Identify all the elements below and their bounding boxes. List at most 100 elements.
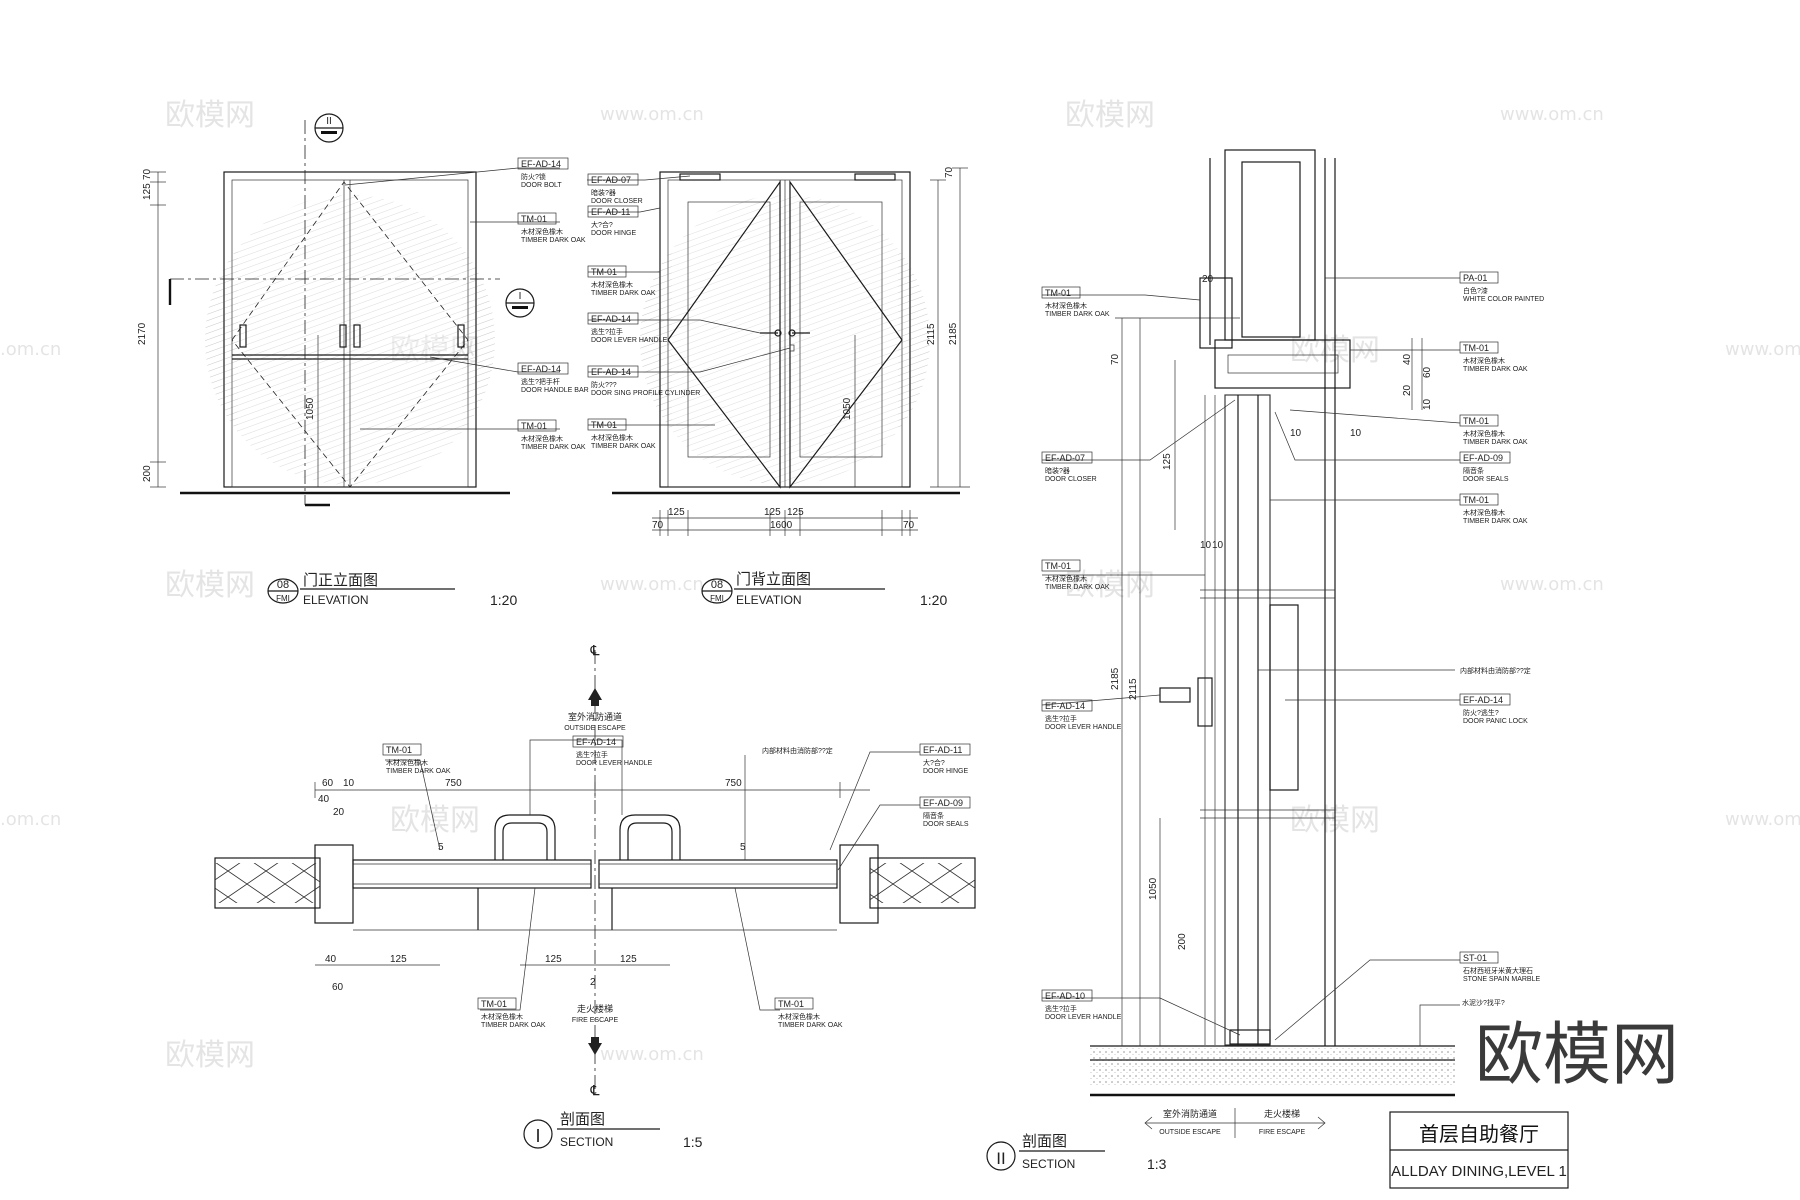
dim-w-c: 125 [787, 507, 804, 518]
tag-cn: 逃生?拉手 [1045, 714, 1077, 723]
tag-cn: 大?合? [591, 220, 613, 229]
centerline-symbol: ℄ [590, 1082, 600, 1098]
tag-en: TIMBER DARK OAK [591, 443, 656, 450]
watermark-url: www.om.cn [600, 104, 704, 125]
tag-en: TIMBER DARK OAK [1463, 518, 1528, 525]
tag-code: EF-AD-07 [1045, 453, 1085, 463]
drawing-number: 08 [277, 579, 289, 591]
watermark-brand: 欧模网 [165, 1038, 255, 1073]
dim-mid: 1050 [305, 397, 316, 420]
tag-cn: 木材深色橡木 [1045, 574, 1087, 583]
dim-200: 200 [1177, 933, 1188, 950]
drawing-number: 08 [711, 579, 723, 591]
drawing-scale: 1:5 [683, 1134, 703, 1150]
tag-en: DOOR HINGE [923, 768, 968, 775]
material-note: 内部材料由消防部??定 [1460, 666, 1531, 675]
tag-cn: 木材深色橡木 [1463, 356, 1505, 365]
tag-en: WHITE COLOR PAINTED [1463, 296, 1544, 303]
dim-20: 20 [1202, 274, 1214, 285]
tag-code: EF-AD-14 [1045, 701, 1085, 711]
dim-70: 70 [1110, 353, 1121, 365]
dim-5b: 5 [740, 842, 746, 853]
tag-cn: 逃生?拉手 [1045, 1004, 1077, 1013]
dim-bottom: 200 [142, 465, 153, 482]
front-elevation: II I 70 125 2170 200 1050 EF-AD-14 防火?锁 … [137, 113, 589, 608]
bottom-label-cn: 走火楼梯 [577, 1003, 613, 1014]
section-mark-bubble [986, 1141, 1016, 1171]
tag-cn: 木材深色橡木 [591, 280, 633, 289]
dim-10: 10 [343, 778, 355, 789]
dim-125c: 125 [620, 954, 637, 965]
section-ii: 2185 2115 1050 200 70 125 20 10 10 10 10… [986, 149, 1544, 1172]
drawing-scale: 1:20 [920, 592, 947, 608]
section-mark-ii-label: II [326, 116, 332, 127]
material-note: 内部材料由消防部??定 [762, 746, 833, 755]
dim-side2: 70 [903, 520, 915, 531]
right-label-en: FIRE ESCAPE [1259, 1129, 1306, 1136]
tag-code: ST-01 [1463, 953, 1487, 963]
dim-w-a: 125 [668, 507, 685, 518]
watermark-brand: 欧模网 [390, 803, 480, 838]
front-tags: EF-AD-14 防火?锁 DOOR BOLT TM-01 木材深色橡木 TIM… [344, 157, 589, 451]
dim-top2: 125 [142, 183, 153, 200]
dim-20b: 20 [1402, 384, 1413, 396]
tag-code: EF-AD-14 [521, 364, 561, 374]
dim-total: 2170 [137, 322, 148, 345]
watermark-url: www.om.cn [1500, 574, 1604, 595]
tag-cn: 木材深色橡木 [386, 758, 428, 767]
drawing-title-cn: 剖面图 [1022, 1133, 1067, 1150]
tag-cn: 隔音条 [923, 811, 944, 820]
tag-code: TM-01 [778, 999, 804, 1009]
drawing-scale: 1:20 [490, 592, 517, 608]
right-label-cn: 走火楼梯 [1264, 1108, 1300, 1119]
tag-code: EF-AD-14 [591, 367, 631, 377]
tag-code: EF-AD-11 [591, 207, 630, 217]
dim-40: 40 [318, 794, 330, 805]
tag-cn: 木材深色橡木 [481, 1012, 523, 1021]
tag-code: TM-01 [1463, 416, 1489, 426]
dim-10c: 10 [1290, 428, 1302, 439]
section-ii-left-tags: TM-01 木材深色橡木 TIMBER DARK OAK EF-AD-07 暗装… [1041, 286, 1241, 1036]
tag-code: EF-AD-09 [923, 798, 963, 808]
tag-en: DOOR LEVER HANDLE [591, 337, 668, 344]
tag-cn: 逃生?拉手 [576, 750, 608, 759]
tag-code: TM-01 [591, 420, 617, 430]
section-i-tags: TM-01 木材深色橡木 TIMBER DARK OAK EF-AD-14 逃生… [382, 735, 971, 1029]
watermark-brand: 欧模网 [1065, 98, 1155, 133]
dim-60b: 60 [332, 982, 344, 993]
dim-h1: 2115 [926, 323, 937, 345]
section-mark: I [535, 1126, 540, 1146]
tag-cn: 暗装?器 [1045, 466, 1070, 475]
tag-en: DOOR CLOSER [1045, 476, 1097, 483]
dim-10e: 10 [1422, 398, 1433, 410]
dim-2115: 2115 [1128, 678, 1139, 700]
tag-code: EF-AD-14 [1463, 695, 1503, 705]
tag-en: TIMBER DARK OAK [481, 1022, 546, 1029]
tag-code: EF-AD-09 [1463, 453, 1503, 463]
dim-10b: 10 [1212, 540, 1224, 551]
tag-cn: 石材西班牙米黄大理石 [1463, 966, 1533, 975]
tag-cn: 木材深色橡木 [521, 227, 563, 236]
tag-code: TM-01 [1463, 495, 1489, 505]
tag-cn: 防火?锁 [521, 172, 546, 181]
tag-cn: 木材深色橡木 [591, 433, 633, 442]
tag-cn: 白色?漆 [1463, 286, 1488, 295]
tag-en: DOOR HINGE [591, 230, 636, 237]
top-label-en: OUTSIDE ESCAPE [564, 725, 626, 732]
dim-2: 2 [590, 977, 596, 988]
section-mark: II [996, 1149, 1005, 1168]
watermark-brand: 欧模网 [165, 568, 255, 603]
tag-en: TIMBER DARK OAK [1045, 584, 1110, 591]
tag-en: DOOR HANDLE BAR [521, 387, 589, 394]
tag-cn: 逃生?拉手 [591, 327, 623, 336]
dim-40b: 40 [325, 954, 337, 965]
tag-cn: 大?合? [923, 758, 945, 767]
drawing-title-cn: 门背立面图 [736, 571, 811, 588]
dim-left-750: 750 [445, 778, 462, 789]
tag-cn: 逃生?把手杆 [521, 377, 560, 386]
drawing-title-en: ELEVATION [736, 593, 802, 607]
back-tags: EF-AD-07 暗装?器 DOOR CLOSER EF-AD-11 大?合? … [587, 173, 791, 450]
dim-125a: 125 [390, 954, 407, 965]
dim-60: 60 [322, 778, 334, 789]
tag-code: TM-01 [521, 214, 547, 224]
